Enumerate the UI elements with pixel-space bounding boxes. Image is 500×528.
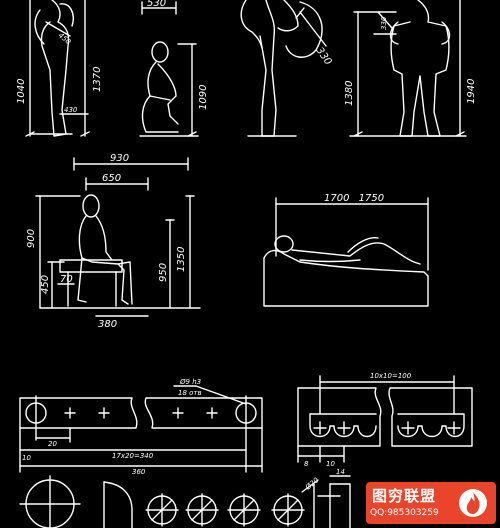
dim-10-right: 10 bbox=[326, 460, 335, 468]
dim-hole-count: 18 отв bbox=[178, 389, 202, 397]
standing-front-figure bbox=[29, 0, 74, 137]
dim-360: 360 bbox=[132, 468, 146, 476]
dim-930: 930 bbox=[110, 153, 129, 164]
seated-figure bbox=[39, 194, 201, 309]
watermark-badge: 图穷联盟 QQ:985303259 bbox=[366, 482, 496, 524]
dim-10-left: 10 bbox=[22, 454, 31, 462]
dim-1940: 1940 bbox=[466, 79, 477, 104]
dim-17x20: 17x20=340 bbox=[112, 452, 154, 460]
dim-1350: 1350 bbox=[176, 247, 187, 272]
dim-1380: 1380 bbox=[344, 81, 355, 106]
standing-back-dimlines bbox=[349, 0, 467, 137]
dim-380: 380 bbox=[98, 319, 117, 330]
reclining-figure bbox=[263, 235, 429, 307]
arms-raised-dimlines bbox=[295, 7, 327, 47]
dim-330-back: 330 bbox=[380, 16, 388, 30]
dim-1700-1750: 1700 1750 bbox=[324, 193, 384, 204]
dim-8: 8 bbox=[304, 460, 309, 468]
dim-450: 450 bbox=[57, 31, 73, 46]
watermark-title: 图穷联盟 bbox=[372, 487, 437, 505]
seated-dimlines bbox=[35, 157, 195, 317]
flame-icon bbox=[450, 482, 496, 524]
right-plate-part bbox=[297, 387, 473, 447]
watermark-qq: QQ:985303259 bbox=[370, 508, 439, 518]
dimension-labels: 1040 1370 430 450 530 1090 330 330 1380 … bbox=[16, 0, 477, 492]
dim-1700: 1700 bbox=[324, 193, 349, 204]
dim-14: 14 bbox=[336, 468, 345, 476]
right-plate-dimlines bbox=[297, 375, 455, 463]
dim-70: 70 bbox=[60, 274, 73, 285]
dim-900: 900 bbox=[26, 229, 37, 248]
left-plate-dimlines bbox=[19, 385, 263, 473]
bottom-row-parts bbox=[19, 475, 351, 528]
dim-1040: 1040 bbox=[16, 79, 27, 104]
standing-back-figure bbox=[389, 0, 451, 137]
dim-530: 530 bbox=[147, 0, 166, 9]
dim-1370: 1370 bbox=[92, 67, 103, 92]
dim-hole-diameter: Ø9 h3 bbox=[179, 378, 201, 386]
dim-330-raised: 330 bbox=[314, 45, 334, 67]
squatting-dimlines bbox=[139, 1, 199, 137]
dim-650: 650 bbox=[102, 173, 121, 184]
dim-1090: 1090 bbox=[198, 85, 209, 110]
squatting-figure bbox=[141, 41, 179, 133]
dim-10x10: 10x10=100 bbox=[370, 372, 412, 380]
arms-raised-figure bbox=[240, 0, 323, 137]
left-plate-part bbox=[19, 395, 263, 473]
dim-950: 950 bbox=[158, 263, 169, 282]
watermark-badge-text-box: 图穷联盟 QQ:985303259 bbox=[366, 482, 450, 524]
reclining-dimlines bbox=[275, 197, 429, 271]
dim-1750: 1750 bbox=[359, 193, 384, 204]
dim-430: 430 bbox=[64, 106, 78, 114]
standing-front-dimlines bbox=[25, 0, 90, 137]
dim-20: 20 bbox=[48, 440, 57, 448]
dim-450-seat: 450 bbox=[40, 275, 51, 294]
